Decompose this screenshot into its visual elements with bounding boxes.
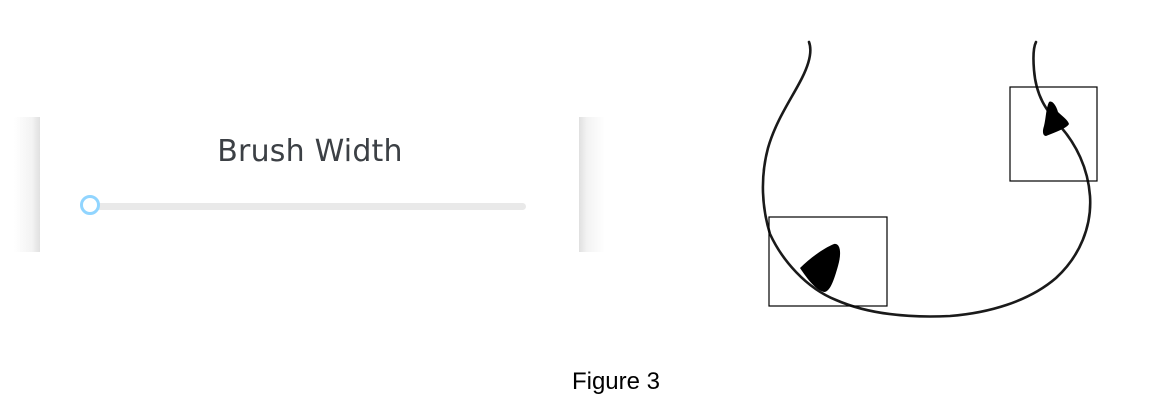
slider-track[interactable] — [92, 203, 526, 210]
brush-width-slider[interactable] — [80, 194, 530, 220]
top-right-box — [1009, 86, 1098, 182]
top-arrow-marker — [1042, 101, 1069, 136]
bottom-box — [768, 216, 888, 307]
slider-handle[interactable] — [80, 195, 100, 215]
brush-width-label: Brush Width — [217, 134, 403, 169]
panel-right-edge — [579, 117, 605, 252]
figure-caption: Figure 3 — [571, 368, 661, 395]
figure-drawing — [761, 40, 1098, 318]
panel-left-edge — [14, 117, 40, 252]
bottom-arrow-marker — [800, 243, 841, 292]
